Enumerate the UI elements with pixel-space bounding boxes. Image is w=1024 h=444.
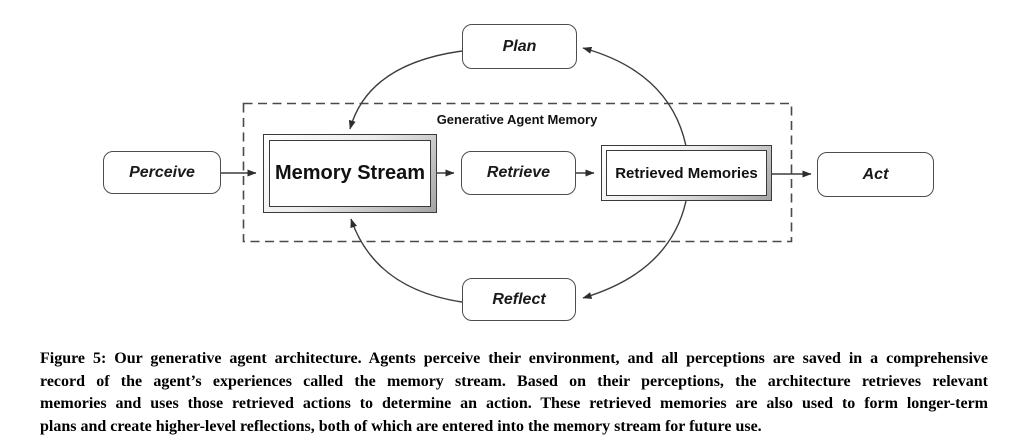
caption-line: plans and create higher-level reflection…	[40, 417, 762, 435]
node-memory-stream-label: Memory Stream	[269, 140, 431, 207]
caption-line: record of the agent’s experiences called…	[40, 372, 988, 390]
figure-caption: Figure 5: Our generative agent architect…	[40, 348, 988, 438]
node-act: Act	[817, 152, 934, 197]
node-retrieved-memories-label: Retrieved Memories	[606, 150, 767, 196]
node-perceive: Perceive	[103, 151, 221, 194]
generative-agent-memory-dashed-box	[242, 102, 793, 243]
node-retrieve: Retrieve	[461, 151, 576, 195]
node-reflect: Reflect	[462, 278, 576, 321]
node-plan: Plan	[462, 24, 577, 69]
node-reflect-label: Reflect	[492, 290, 546, 308]
generative-agent-memory-label: Generative Agent Memory	[436, 112, 598, 127]
node-retrieve-label: Retrieve	[486, 164, 551, 181]
node-perceive-label: Perceive	[129, 163, 195, 181]
diagram-arrow-layer	[221, 46, 812, 303]
node-memory-stream: Memory Stream	[263, 134, 437, 213]
node-retrieved-memories: Retrieved Memories	[601, 145, 772, 201]
node-act-label: Act	[862, 165, 889, 183]
caption-line: Figure 5: Our generative agent architect…	[40, 350, 988, 367]
arrow-reflect-to-memory-stream	[350, 218, 463, 303]
arrow-retrieved-memories-to-plan	[582, 46, 687, 147]
node-plan-label: Plan	[502, 37, 537, 55]
caption-line: memories and uses those retrieved action…	[40, 395, 988, 412]
arrow-plan-to-memory-stream	[348, 50, 463, 130]
arrow-retrieved-memories-to-reflect	[582, 200, 687, 299]
